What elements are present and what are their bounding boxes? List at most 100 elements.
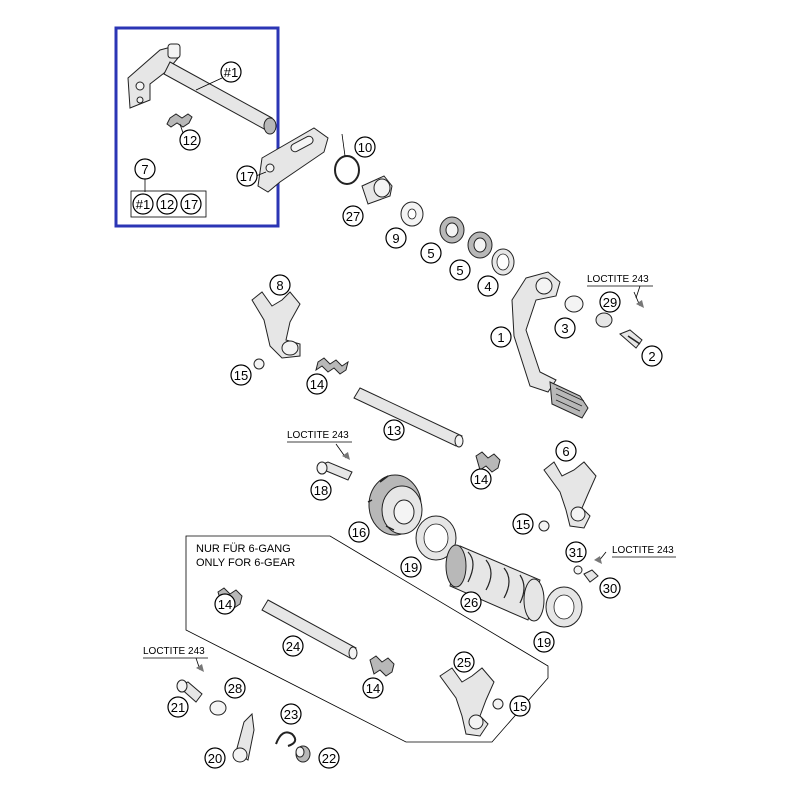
callout-21: 21 bbox=[167, 696, 189, 718]
loctite-label-drum-bolt: LOCTITE 243 bbox=[287, 430, 352, 443]
callout-number: 6 bbox=[562, 444, 569, 459]
callout-1: 1 bbox=[490, 326, 512, 348]
svg-text:LOCTITE 243: LOCTITE 243 bbox=[587, 274, 649, 285]
callout-5a: 5 bbox=[420, 242, 442, 264]
callout-number: 12 bbox=[160, 197, 174, 212]
detent-roller-part bbox=[295, 745, 311, 763]
kit-highlight-frame bbox=[114, 26, 280, 228]
callout-number: 14 bbox=[474, 472, 488, 487]
fork-spring-part-a bbox=[315, 357, 349, 375]
shift-lever-part bbox=[511, 271, 589, 419]
callout-number: 14 bbox=[366, 681, 380, 696]
spring-part bbox=[166, 113, 193, 128]
callout-23: 23 bbox=[280, 703, 302, 725]
callout-number: 21 bbox=[171, 700, 185, 715]
callout-2: 2 bbox=[641, 345, 663, 367]
callout-13: 13 bbox=[383, 419, 405, 441]
callout-number: 26 bbox=[464, 595, 478, 610]
svg-text:LOCTITE 243: LOCTITE 243 bbox=[143, 646, 205, 657]
callout-28: 28 bbox=[224, 677, 246, 699]
guide-pin-part-c bbox=[492, 698, 504, 710]
detent-bolt-part bbox=[176, 679, 203, 703]
callout-14c: 14 bbox=[214, 593, 236, 615]
callout-22: 22 bbox=[318, 747, 340, 769]
callout-layer: #112171027955481514129321318146161519263… bbox=[132, 61, 663, 769]
ring-part bbox=[491, 248, 515, 276]
callout-6: 6 bbox=[555, 440, 577, 462]
callout-25: 25 bbox=[453, 651, 475, 673]
callout-number: 5 bbox=[456, 263, 463, 278]
callout-number: 14 bbox=[310, 377, 324, 392]
shift-drum-part bbox=[445, 544, 545, 622]
callout-number: 9 bbox=[392, 231, 399, 246]
callout-15c: 15 bbox=[509, 695, 531, 717]
callout-14a: 14 bbox=[306, 373, 328, 395]
callout-31: 31 bbox=[565, 541, 587, 563]
lock-washer-part bbox=[595, 312, 613, 328]
callout-4: 4 bbox=[477, 275, 499, 297]
callout-number: 2 bbox=[648, 349, 655, 364]
callout-number: 17 bbox=[184, 197, 198, 212]
callout-30: 30 bbox=[599, 577, 621, 599]
six-gear-note: NUR FÜR 6-GANG ONLY FOR 6-GEAR bbox=[196, 543, 295, 569]
callout-number: #1 bbox=[136, 197, 150, 212]
drum-bolt-part bbox=[316, 461, 353, 481]
needle-bearing-part-b bbox=[467, 231, 493, 259]
callout-number: 19 bbox=[404, 560, 418, 575]
callout-number: 28 bbox=[228, 681, 242, 696]
loctite-drop-icon-b bbox=[342, 452, 350, 460]
callout-number: 29 bbox=[603, 295, 617, 310]
washer-part bbox=[400, 201, 424, 227]
callout-5b: 5 bbox=[449, 259, 471, 281]
loctite-drop-icon-d bbox=[196, 664, 204, 672]
svg-text:ONLY FOR 6-GEAR: ONLY FOR 6-GEAR bbox=[196, 557, 295, 569]
loctite-label-locating-screw: LOCTITE 243 bbox=[612, 545, 676, 558]
detent-spring-part bbox=[275, 731, 297, 747]
svg-text:LOCTITE 243: LOCTITE 243 bbox=[612, 545, 674, 556]
loctite-drop-icon bbox=[636, 300, 644, 308]
callout-9: 9 bbox=[385, 227, 407, 249]
callout-number: 3 bbox=[561, 321, 568, 336]
callout-number: 25 bbox=[457, 655, 471, 670]
callout-number: 20 bbox=[208, 751, 222, 766]
svg-text:NUR FÜR 6-GANG: NUR FÜR 6-GANG bbox=[196, 543, 291, 555]
callout-number: 27 bbox=[346, 209, 360, 224]
callout-17a: 17 bbox=[236, 165, 258, 187]
kit-content-17: 17 bbox=[180, 193, 202, 215]
circlip-part bbox=[334, 133, 360, 185]
detent-washer-part bbox=[209, 700, 227, 716]
callout-number: #1 bbox=[224, 65, 238, 80]
callout-number: 15 bbox=[513, 699, 527, 714]
drum-ring-part-a bbox=[415, 515, 457, 561]
callout-number: 15 bbox=[234, 368, 248, 383]
callout-number: 7 bbox=[141, 162, 148, 177]
callout-number: 4 bbox=[484, 279, 491, 294]
bushing-part bbox=[361, 175, 393, 205]
callout-3: 3 bbox=[554, 317, 576, 339]
detent-lever-part bbox=[232, 712, 255, 763]
callout-18: 18 bbox=[310, 479, 332, 501]
shift-rail-part-b bbox=[261, 599, 358, 660]
callout-number: 1 bbox=[497, 330, 504, 345]
callout-19b: 19 bbox=[533, 631, 555, 653]
callout-19a: 19 bbox=[400, 556, 422, 578]
callout-12a: 12 bbox=[179, 129, 201, 151]
callout-1a: #1 bbox=[220, 61, 242, 83]
callout-number: 15 bbox=[516, 517, 530, 532]
shift-fork-part-upper bbox=[251, 291, 301, 359]
loctite-label-detent-bolt: LOCTITE 243 bbox=[143, 646, 208, 659]
needle-bearing-part-a bbox=[439, 216, 465, 244]
callout-number: 5 bbox=[427, 246, 434, 261]
loctite-drop-icon-c bbox=[594, 556, 602, 564]
callout-number: 30 bbox=[603, 581, 617, 596]
callout-15a: 15 bbox=[230, 364, 252, 386]
shift-shaft-part bbox=[127, 43, 277, 135]
locating-pin-part bbox=[573, 565, 583, 575]
shift-fork-part-lower bbox=[439, 667, 495, 737]
callout-26: 26 bbox=[460, 591, 482, 613]
kit-callout: 7 bbox=[134, 158, 156, 180]
kit-content-1: #1 bbox=[132, 193, 154, 215]
callout-10: 10 bbox=[354, 136, 376, 158]
callout-14b: 14 bbox=[470, 468, 492, 490]
